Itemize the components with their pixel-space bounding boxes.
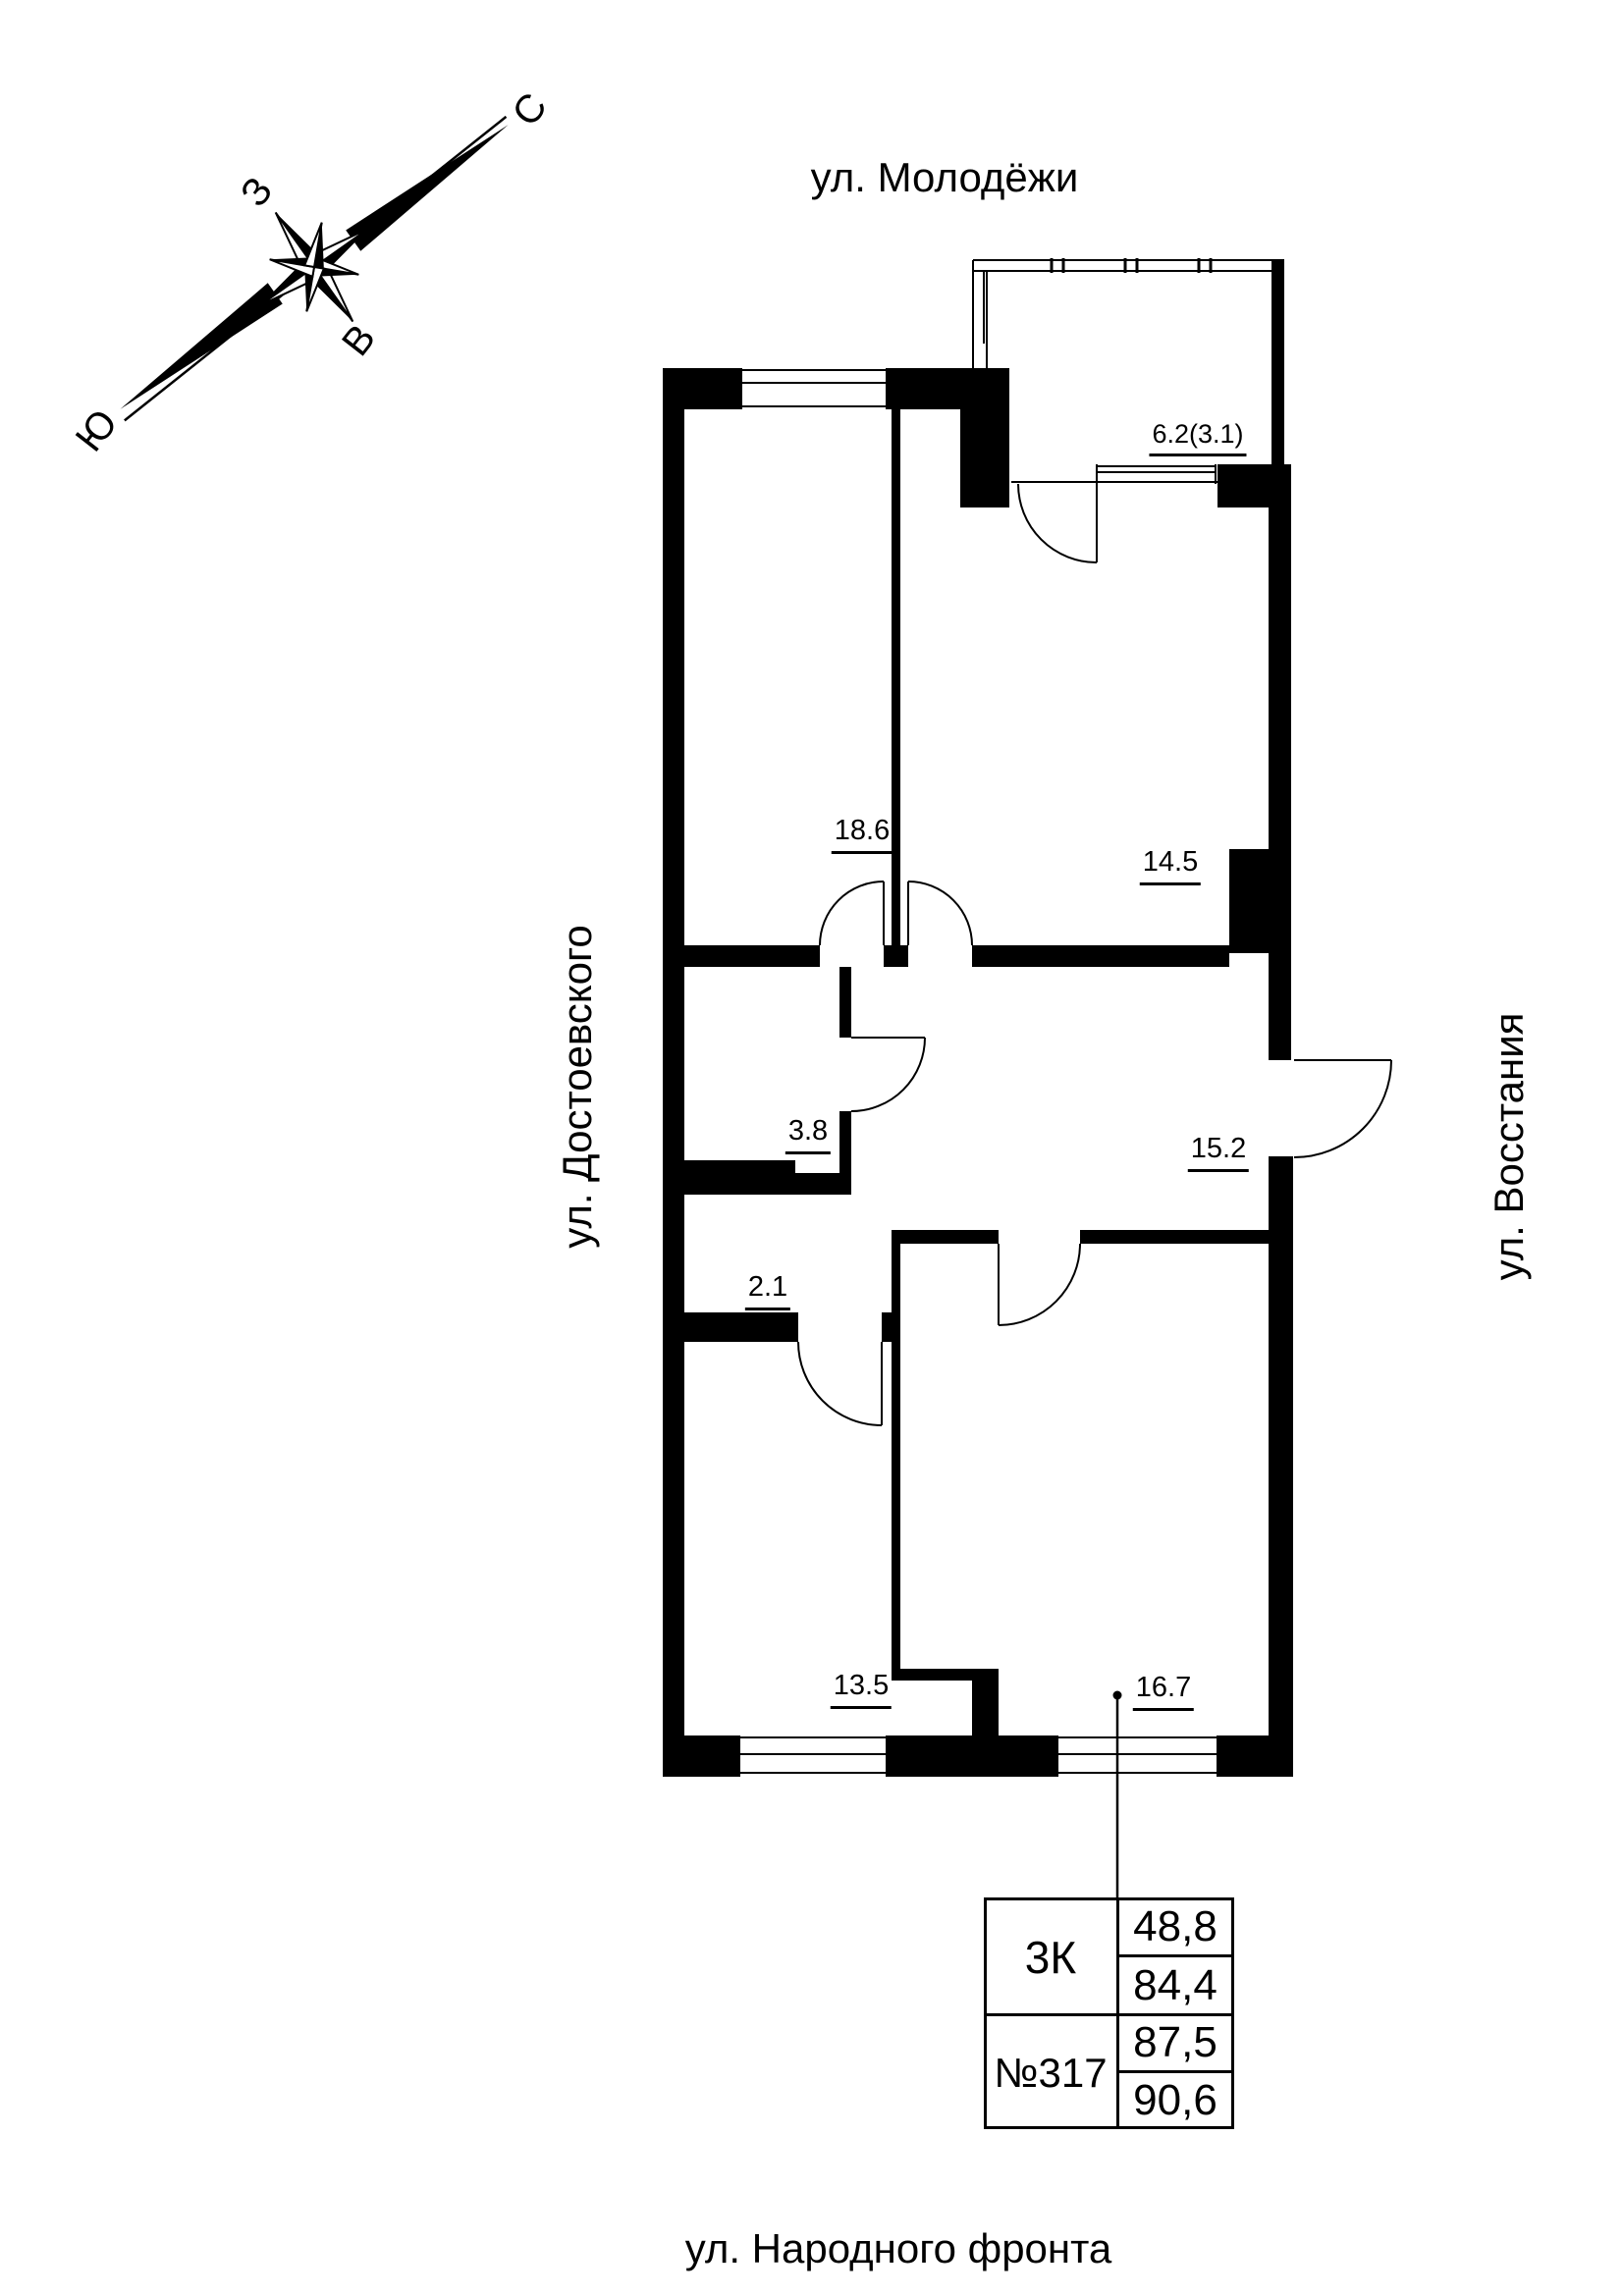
- wall-chunk-topright: [1217, 464, 1284, 507]
- wall-bath-upper: [839, 967, 851, 1038]
- door-living-room: [819, 881, 885, 946]
- wall-jog: [892, 1669, 999, 1681]
- area-value-3: 87,5: [1133, 2018, 1217, 2066]
- area-value-2: 84,4: [1133, 1961, 1217, 2009]
- wall-center-lower: [892, 1230, 900, 1681]
- wall-bath-band: [684, 1160, 795, 1195]
- doors: [797, 483, 1392, 1426]
- compass-star: [258, 211, 370, 323]
- area-value-4: 90,6: [1133, 2076, 1217, 2124]
- wall-pilaster: [1229, 849, 1289, 953]
- street-right: ул. Восстания: [1486, 1012, 1532, 1281]
- door-bedroom-2: [797, 1341, 883, 1426]
- wall-corridor-right: [972, 945, 1229, 967]
- wall-corridor-stub: [884, 945, 908, 967]
- window-bottom-right: [1056, 1735, 1218, 1777]
- wall-bottom-3: [1217, 1735, 1293, 1777]
- table-divider-horizontal: [984, 2013, 1234, 2016]
- window-bottom-left: [738, 1735, 888, 1777]
- wall-room3-top-right: [1080, 1230, 1269, 1244]
- door-bedroom-1: [907, 881, 973, 946]
- area-bedroom-3: 16.7: [1132, 1672, 1195, 1711]
- wall-bottom-2: [887, 1735, 1057, 1777]
- wall-room3-top-left: [900, 1230, 999, 1244]
- windows: [738, 368, 1218, 1777]
- window-balcony-sill: [1011, 464, 1217, 484]
- unit-number: №317: [994, 2050, 1108, 2096]
- door-entrance: [1293, 1059, 1392, 1158]
- table-row-line-2: [1117, 2070, 1234, 2073]
- window-top: [740, 368, 888, 409]
- door-bedroom-3: [998, 1243, 1081, 1326]
- wall-center-upper: [892, 409, 900, 945]
- wall-right-lower: [1269, 1156, 1293, 1777]
- street-top: ул. Молодёжи: [810, 154, 1079, 200]
- wall-right-upper: [1269, 464, 1291, 1060]
- table-row-line-1: [1117, 1954, 1234, 1957]
- area-value-1: 48,8: [1133, 1902, 1217, 1950]
- wall-balcony-right: [1271, 260, 1284, 468]
- area-bedroom-2: 13.5: [830, 1670, 893, 1709]
- area-balcony: 6.2(3.1): [1149, 419, 1247, 456]
- wall-bottom-1: [663, 1735, 739, 1777]
- door-bathroom: [850, 1037, 926, 1112]
- door-balcony: [1017, 483, 1098, 563]
- area-living-room: 18.6: [831, 815, 893, 854]
- area-hallway: 15.2: [1187, 1133, 1250, 1172]
- wall-top-mid: [887, 368, 1009, 409]
- walls: [663, 260, 1293, 1777]
- wall-top-left: [663, 368, 741, 409]
- unit-type: 3К: [1024, 1932, 1077, 1983]
- wall-wc-bottom: [684, 1312, 798, 1342]
- wall-left: [663, 368, 684, 1777]
- area-bathroom: 3.8: [784, 1115, 832, 1154]
- compass-rose-icon: [120, 115, 509, 422]
- street-left: ул. Достоевского: [554, 925, 600, 1249]
- area-bedroom-1: 14.5: [1139, 846, 1202, 885]
- street-bottom: ул. Народного фронта: [684, 2225, 1112, 2271]
- leader-line: [1112, 1690, 1122, 1897]
- wall-corridor-left: [684, 945, 820, 967]
- wall-junction: [960, 409, 1009, 507]
- balcony-outline: [972, 258, 1284, 468]
- wall-bath-band-step: [795, 1173, 851, 1195]
- area-wc: 2.1: [744, 1271, 791, 1310]
